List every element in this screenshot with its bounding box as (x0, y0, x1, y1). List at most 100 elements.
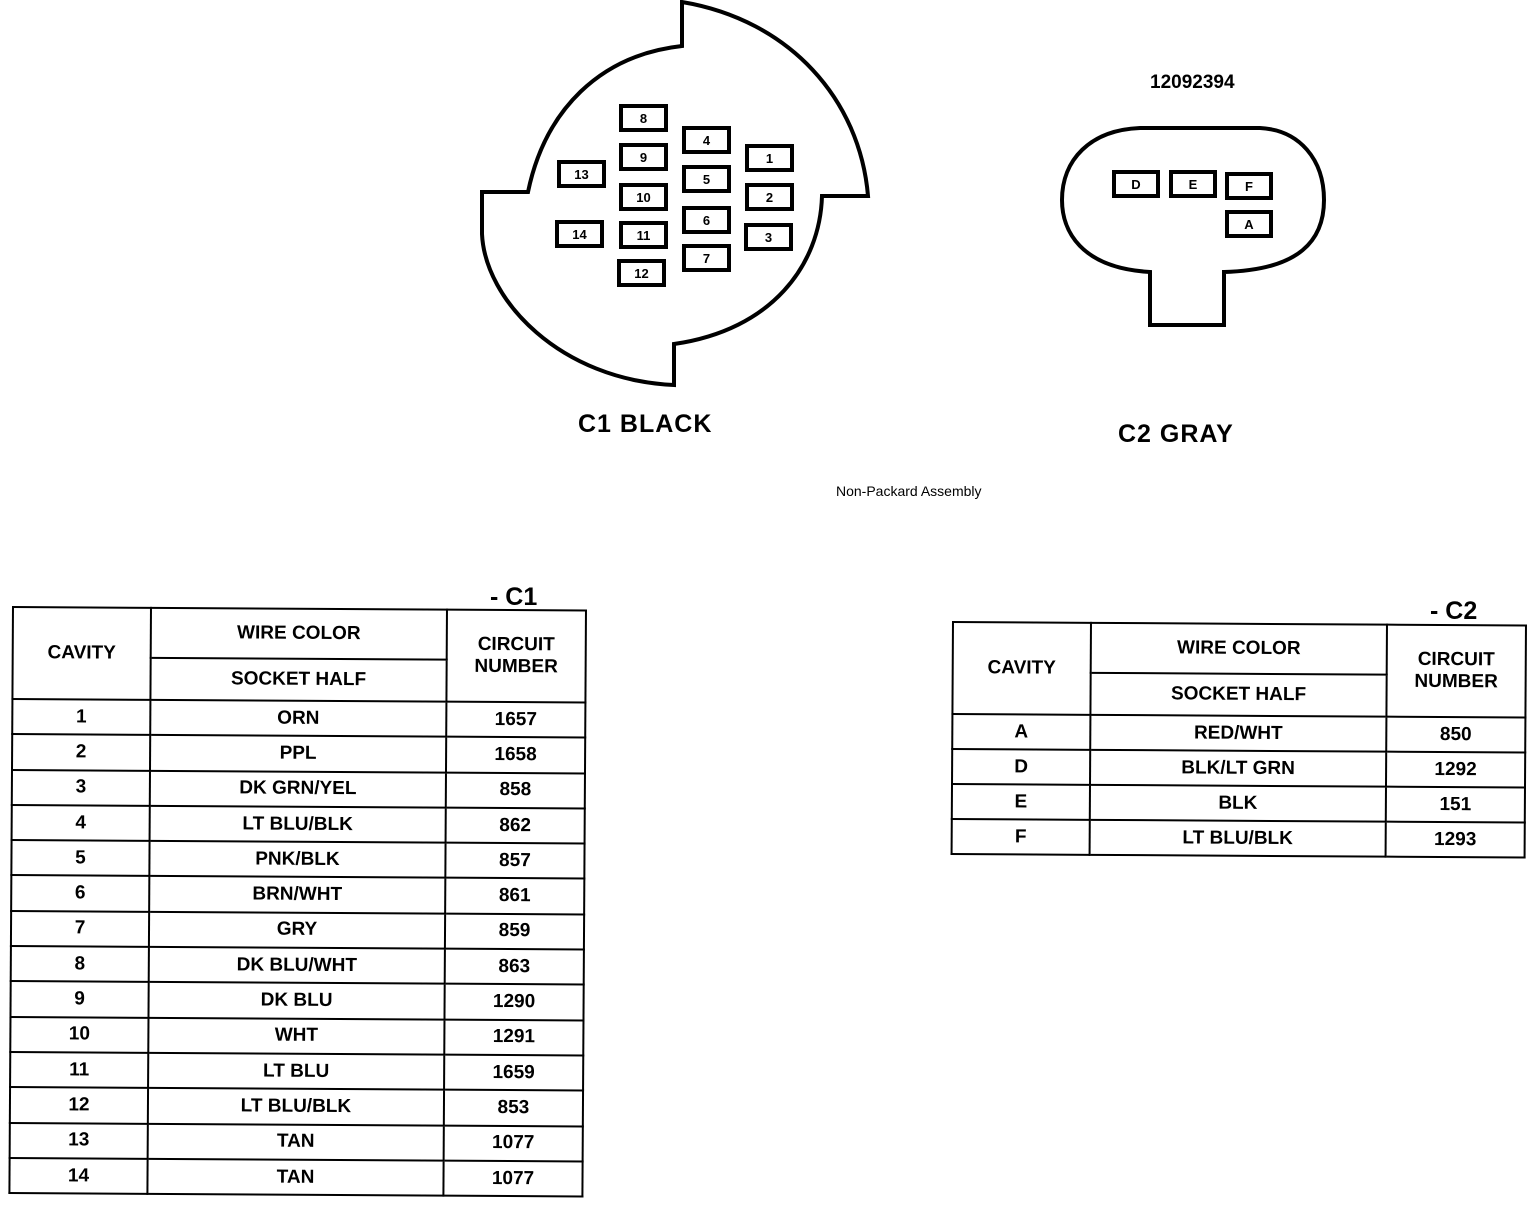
cavity-cell: 3 (11, 769, 150, 806)
circuit-number-cell: 857 (445, 842, 585, 879)
c2-circuit-header: CIRCUIT NUMBER (1386, 624, 1526, 718)
wire-color-cell: RED/WHT (1090, 714, 1387, 752)
c1-pin-box (744, 223, 793, 251)
c1-pin-box (619, 221, 668, 249)
circuit-number-cell: 850 (1386, 716, 1526, 753)
assembly-caption: Non-Packard Assembly (836, 483, 982, 499)
c1-table-tag: - C1 (490, 583, 538, 611)
c1-pin-box (745, 183, 794, 211)
c1-pin-box (617, 259, 666, 287)
cavity-cell: 14 (9, 1157, 148, 1194)
c1-connector-outline (480, 0, 871, 388)
c2-pin-box (1169, 170, 1217, 198)
wire-color-cell: PNK/BLK (149, 841, 446, 879)
c1-circuit-header-line2: NUMBER (474, 655, 558, 678)
cavity-cell: 9 (10, 981, 149, 1018)
circuit-number-cell: 863 (444, 948, 584, 985)
c1-pin-label: 3 (765, 230, 772, 245)
c1-pin-label: 7 (703, 251, 710, 266)
wire-color-cell: LT BLU/BLK (1089, 819, 1386, 857)
c1-pin-box (555, 220, 604, 248)
cavity-cell: 1 (12, 699, 151, 736)
wire-color-cell: TAN (147, 1123, 444, 1161)
c2-pin-label: D (1131, 177, 1140, 192)
c2-connector-outline (1059, 126, 1327, 327)
c2-cavity-header: CAVITY (952, 622, 1091, 715)
c1-pin-box (557, 160, 606, 188)
cavity-cell: D (952, 749, 1091, 785)
wire-color-cell: DK BLU (148, 982, 445, 1020)
cavity-cell: 4 (11, 804, 150, 842)
c1-title: C1 BLACK (578, 410, 712, 438)
wire-color-cell: DK BLU/WHT (148, 946, 445, 985)
c1-pin-box (682, 206, 731, 234)
cavity-cell: 8 (10, 946, 149, 983)
circuit-number-cell: 1290 (444, 984, 584, 1021)
c2-circuit-header-line2: NUMBER (1414, 670, 1498, 693)
wire-color-cell: WHT (148, 1017, 445, 1055)
c1-pin-box (682, 126, 731, 154)
circuit-number-cell: 1658 (445, 736, 586, 774)
c2-circuit-header-line1: CIRCUIT (1417, 648, 1495, 671)
cavity-cell: 5 (11, 840, 150, 877)
wire-color-cell: BLK/LT GRN (1090, 749, 1387, 787)
c1-pin-label: 14 (572, 227, 587, 242)
wire-color-cell: BRN/WHT (149, 876, 446, 914)
c1-pin-box (682, 165, 731, 193)
wire-color-cell: ORN (150, 699, 447, 737)
c1-pin-box (682, 244, 731, 272)
c2-pin-box (1112, 170, 1160, 198)
c2-socket-half-header: SOCKET HALF (1090, 672, 1387, 717)
cavity-cell: 10 (10, 1016, 149, 1053)
c1-pin-label: 2 (766, 190, 773, 205)
circuit-number-cell: 151 (1385, 786, 1525, 823)
c2-pin-label: A (1244, 217, 1254, 232)
circuit-number-cell: 1659 (444, 1054, 584, 1091)
wire-color-cell: LT BLU (148, 1052, 445, 1090)
circuit-number-cell: 1291 (444, 1019, 584, 1056)
c2-table-tag: - C2 (1430, 597, 1478, 625)
c1-pin-label: 12 (634, 266, 648, 281)
circuit-number-cell: 1077 (443, 1125, 583, 1162)
circuit-number-cell: 862 (445, 807, 585, 844)
cavity-cell: 12 (9, 1087, 149, 1124)
c2-pin-label: E (1189, 177, 1198, 192)
wire-color-cell: DK GRN/YEL (149, 770, 446, 808)
c1-pin-label: 5 (703, 172, 710, 187)
wire-color-cell: TAN (147, 1158, 444, 1196)
c2-part-number: 12092394 (1150, 72, 1235, 93)
wire-color-cell: BLK (1089, 784, 1386, 822)
c1-pin-box (745, 144, 794, 172)
wire-color-cell: PPL (149, 735, 447, 773)
cavity-cell: 7 (10, 910, 150, 947)
cavity-cell: F (951, 819, 1090, 855)
wire-color-cell: LT BLU/BLK (147, 1088, 445, 1126)
circuit-number-cell: 1292 (1385, 751, 1526, 788)
c1-pin-label: 4 (703, 133, 711, 148)
circuit-number-cell: 1657 (446, 701, 586, 738)
c2-pin-box (1225, 210, 1273, 238)
c1-pin-label: 1 (766, 151, 773, 166)
c1-wire-color-header: WIRE COLOR (150, 607, 447, 660)
cavity-cell: 2 (12, 734, 151, 771)
